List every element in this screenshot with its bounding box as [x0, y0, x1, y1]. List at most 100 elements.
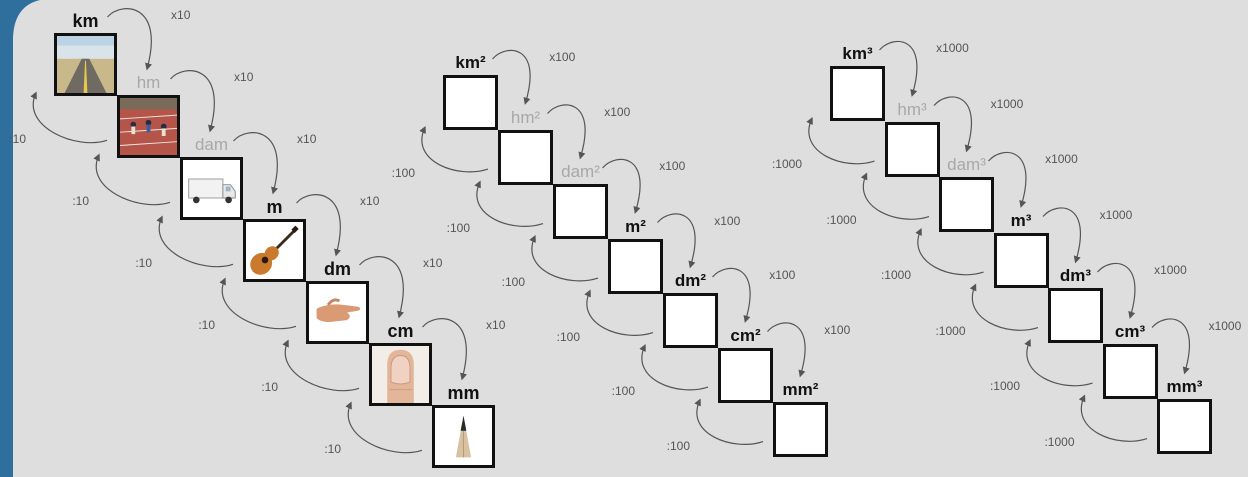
length-multiply-arrow	[422, 318, 468, 381]
volume-multiply-factor: x1000	[1045, 152, 1078, 166]
length-multiply-factor: x10	[486, 318, 506, 332]
volume-unit-box-6	[1157, 399, 1212, 454]
area-divide-factor: :100	[611, 384, 635, 399]
volume-divide-factor: :1000	[935, 323, 966, 338]
area-unit-box-4	[663, 293, 718, 348]
length-multiply-factor: x10	[234, 70, 254, 84]
area-unit-box-0	[443, 75, 498, 130]
area-unit-box-5	[718, 347, 773, 403]
volume-unit-label: cm³	[1114, 321, 1146, 341]
volume-multiply-arrow	[879, 40, 918, 97]
area-divide-factor: :100	[666, 438, 690, 453]
area-unit-label: dam²	[561, 162, 600, 181]
area-multiply-factor: x100	[659, 159, 686, 173]
area-unit-box-6	[773, 402, 828, 457]
volume-multiply-arrow	[1097, 262, 1136, 319]
length-unit-box-2	[180, 157, 243, 220]
volume-multiply-arrow	[988, 151, 1027, 208]
length-unit-label: m	[266, 197, 283, 217]
length-multiply-arrow	[233, 132, 279, 195]
length-multiply-factor: x10	[360, 194, 380, 208]
area-unit-box-3	[608, 238, 663, 294]
length-divide-factor: :10	[9, 131, 26, 146]
running-track-photo	[120, 98, 177, 155]
length-multiply-arrow	[296, 194, 342, 257]
length-unit-box-6	[432, 405, 495, 468]
length-unit-box-5	[369, 343, 432, 406]
area-divide-factor: :100	[391, 166, 415, 181]
area-multiply-factor: x100	[824, 322, 851, 337]
area-divide-factor: :100	[446, 220, 470, 235]
length-unit-label: hm	[136, 73, 161, 92]
volume-divide-factor: :1000	[1044, 434, 1075, 449]
thumbnail-photo	[372, 346, 429, 403]
length-divide-factor: :10	[261, 379, 278, 394]
area-divide-arrow	[584, 289, 654, 336]
area-multiply-arrow	[767, 322, 806, 378]
area-multiply-factor: x100	[549, 50, 576, 64]
length-divide-arrow	[219, 277, 297, 330]
volume-unit-label: mm³	[1166, 377, 1203, 396]
area-unit-label: cm²	[730, 325, 761, 345]
volume-divide-arrow	[860, 172, 930, 220]
volume-divide-factor: :1000	[989, 379, 1020, 394]
volume-unit-label: dm³	[1059, 266, 1092, 285]
volume-divide-arrow	[915, 227, 984, 276]
length-unit-box-1	[117, 95, 180, 158]
length-divide-arrow	[282, 339, 360, 392]
length-multiply-factor: x10	[423, 256, 443, 270]
volume-unit-box-0	[830, 66, 885, 121]
volume-unit-box-2	[939, 177, 994, 232]
side-panel	[0, 0, 40, 477]
area-multiply-factor: x100	[604, 104, 631, 119]
length-divide-factor: :10	[324, 441, 341, 456]
length-unit-label: km	[72, 11, 99, 31]
road-photo	[57, 36, 114, 93]
volume-multiply-factor: x1000	[1099, 207, 1133, 222]
volume-unit-label: m³	[1010, 210, 1032, 230]
area-multiply-factor: x100	[714, 213, 741, 228]
length-unit-label: dam	[194, 135, 229, 154]
volume-unit-box-1	[884, 121, 940, 177]
area-divide-factor: :100	[556, 329, 580, 344]
hand-photo	[309, 284, 366, 341]
area-unit-box-1	[498, 129, 553, 185]
length-unit-box-4	[306, 281, 369, 344]
length-multiply-arrow	[107, 8, 153, 71]
volume-divide-arrow	[1024, 338, 1093, 387]
volume-multiply-factor: x1000	[936, 41, 969, 55]
area-divide-arrow	[474, 180, 544, 227]
volume-multiply-arrow	[933, 96, 973, 153]
volume-divide-arrow	[969, 283, 1039, 331]
area-multiply-factor: x100	[769, 268, 796, 282]
length-divide-arrow	[345, 401, 423, 454]
volume-divide-factor: :1000	[771, 157, 802, 172]
volume-unit-box-4	[1048, 288, 1103, 343]
pencil-tip-photo	[435, 408, 492, 465]
length-multiply-factor: x10	[297, 132, 317, 146]
area-unit-label: km²	[455, 53, 486, 72]
volume-unit-box-5	[1102, 343, 1158, 399]
area-multiply-arrow	[712, 267, 751, 323]
volume-multiply-arrow	[1151, 318, 1191, 375]
length-multiply-factor: x10	[171, 8, 191, 22]
length-divide-factor: :10	[198, 317, 215, 332]
length-divide-factor: :10	[72, 193, 89, 208]
length-unit-box-0	[54, 33, 117, 96]
length-divide-factor: :10	[135, 255, 152, 270]
volume-divide-factor: :1000	[826, 212, 857, 227]
length-divide-arrow	[30, 91, 108, 144]
length-unit-label: dm	[324, 259, 351, 279]
area-multiply-arrow	[602, 158, 641, 214]
length-divide-arrow	[93, 153, 171, 206]
area-divide-factor: :100	[501, 275, 525, 290]
length-multiply-arrow	[170, 70, 216, 133]
guitar-photo	[246, 222, 303, 279]
area-divide-arrow	[419, 125, 489, 173]
volume-unit-label: dam³	[947, 155, 986, 174]
truck-photo	[183, 160, 240, 217]
area-divide-arrow	[694, 398, 764, 445]
length-multiply-arrow	[359, 256, 405, 319]
volume-multiply-arrow	[1042, 207, 1082, 264]
